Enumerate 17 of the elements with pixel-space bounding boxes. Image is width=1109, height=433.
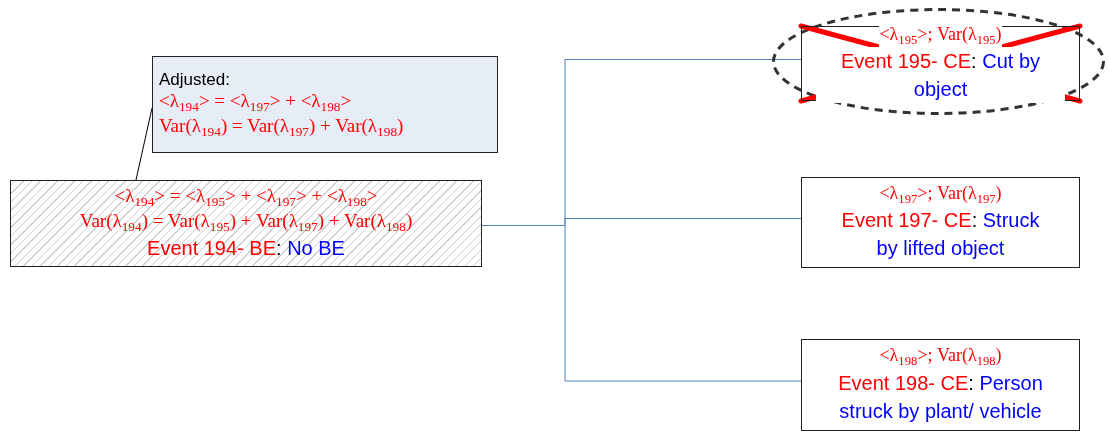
formula-text: Var(λ$_{194}$) = Var(λ$_{195}$) + Var(λ$_{197}$) + Var(λ$_{198}$) [79, 209, 413, 234]
note-heading: Adjusted: [159, 70, 230, 91]
note-box [152, 56, 498, 153]
event-box [801, 177, 1080, 268]
event-label: Event 197- CE: Struck by lifted object [840, 208, 1041, 262]
event-label: Event 194- BE: No BE [147, 235, 345, 261]
formula-text: <λ$_{194}$> = <λ$_{197}$> + <λ$_{198}$> [159, 90, 352, 115]
event-label: Event 198- CE: Person struck by plant/ vehicle [837, 370, 1044, 424]
formula-text: <λ$_{198}$>; Var(λ$_{198}$) [879, 345, 1002, 369]
formula-text: <λ$_{194}$> = <λ$_{195}$> + <λ$_{197}$> + <λ$_{198}$> [114, 185, 378, 210]
event-label: Event 195- CE: Cut by object [816, 47, 1065, 104]
formula-text: <λ$_{195}$>; Var(λ$_{195}$) [879, 23, 1002, 48]
formula-text: Var(λ$_{194}$) = Var(λ$_{197}$) + Var(λ$_{198}$) [159, 114, 404, 139]
hatched-event-box [10, 180, 482, 267]
leader-line [135, 107, 153, 181]
event-box [801, 339, 1080, 431]
formula-text: <λ$_{197}$>; Var(λ$_{197}$) [879, 182, 1002, 207]
